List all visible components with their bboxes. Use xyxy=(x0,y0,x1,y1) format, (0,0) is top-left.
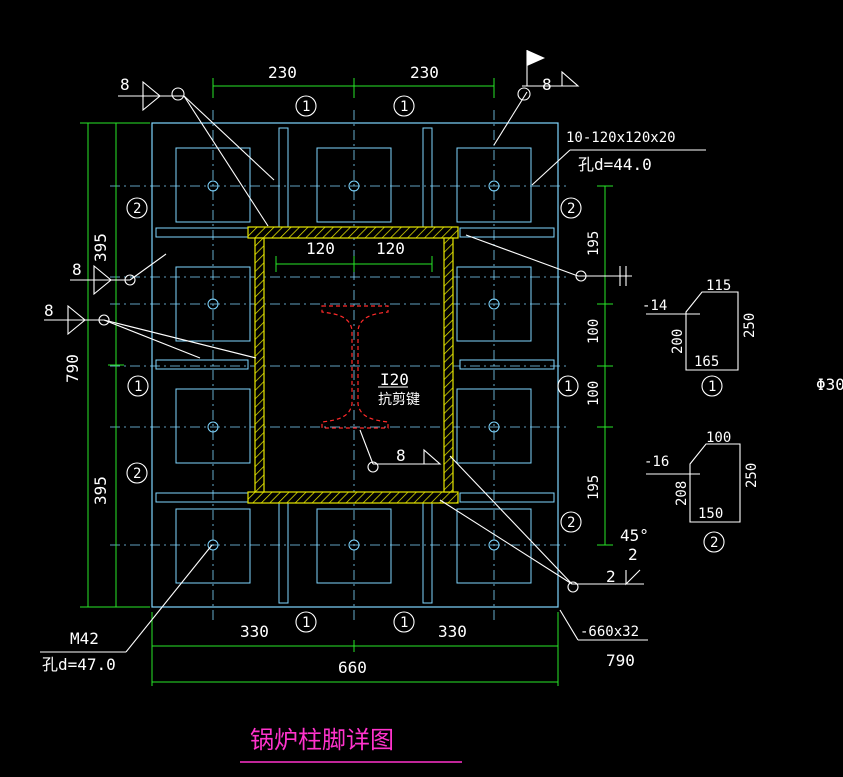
part-num-1f: 1 xyxy=(564,379,572,395)
anchor-bolt-holes xyxy=(207,180,500,551)
part-num-1c: 1 xyxy=(302,615,310,631)
detail-2-thickness: -16 xyxy=(644,454,669,470)
left-dim-lower: 395 xyxy=(91,476,110,505)
weld-size-2: 8 xyxy=(542,75,552,94)
bottom-dim-1: 330 xyxy=(240,622,269,641)
right-dim-3: 100 xyxy=(586,381,602,406)
weld-size-3: 8 xyxy=(72,260,82,279)
weld-size-5: 8 xyxy=(396,446,406,465)
detail-2-bottom: 150 xyxy=(698,506,723,522)
edge-text: Φ30 xyxy=(816,375,843,394)
bottom-dimension-lines xyxy=(151,612,559,686)
bottom-dim-total: 660 xyxy=(338,658,367,677)
inner-dim-2: 120 xyxy=(376,239,405,258)
weld-size-6b: 2 xyxy=(628,545,638,564)
detail-2-left: 208 xyxy=(674,481,690,506)
part-num-2d: 2 xyxy=(567,515,575,531)
right-dim-4: 195 xyxy=(586,475,602,500)
part-number-callouts xyxy=(126,95,582,633)
detail-2-shape xyxy=(689,443,741,553)
shear-key-section xyxy=(321,305,389,429)
angle-label: 45° xyxy=(620,526,649,545)
shear-key-label: I20 xyxy=(380,370,409,389)
part-num-1d: 1 xyxy=(400,615,408,631)
detail-1-top: 115 xyxy=(706,278,731,294)
detail-1-num: 1 xyxy=(708,379,716,395)
right-dimension-lines xyxy=(597,185,613,546)
top-dim-1: 230 xyxy=(268,63,297,82)
base-plate xyxy=(110,110,570,620)
drawing-title: 锅炉柱脚详图 xyxy=(250,726,394,754)
inner-dimension-lines xyxy=(275,256,433,272)
left-dimension-lines xyxy=(80,122,150,608)
detail-1-left: 200 xyxy=(670,329,686,354)
part-num-1e: 1 xyxy=(134,379,142,395)
bolt-label: M42 xyxy=(70,629,99,648)
top-dimension-lines xyxy=(212,78,495,98)
left-dim-total: 790 xyxy=(63,354,82,383)
part-num-2b: 2 xyxy=(567,201,575,217)
weld-size-1: 8 xyxy=(120,75,130,94)
weld-size-4: 8 xyxy=(44,301,54,320)
detail-2-num: 2 xyxy=(710,535,718,551)
right-dim-2: 100 xyxy=(586,319,602,344)
base-plate-width: 790 xyxy=(606,651,635,670)
part-num-2c: 2 xyxy=(133,466,141,482)
leader-lines xyxy=(40,91,706,653)
bolt-hole-label: 孔d=47.0 xyxy=(42,655,116,674)
part-num-1a: 1 xyxy=(302,99,310,115)
shear-key-note: 抗剪键 xyxy=(378,392,420,408)
left-dim-upper: 395 xyxy=(91,233,110,262)
detail-1-shape xyxy=(685,291,739,397)
column-section xyxy=(247,226,459,504)
top-dim-2: 230 xyxy=(410,63,439,82)
base-plate-label: -660x32 xyxy=(580,624,639,640)
inner-dim-1: 120 xyxy=(306,239,335,258)
detail-1-right: 250 xyxy=(742,313,758,338)
weld-symbols xyxy=(44,50,641,593)
gusset-hole-label: 孔d=44.0 xyxy=(578,155,652,174)
part-num-2a: 2 xyxy=(133,201,141,217)
weld-size-6: 2 xyxy=(606,567,616,586)
part-num-1b: 1 xyxy=(400,99,408,115)
detail-1-thickness: -14 xyxy=(642,298,667,314)
bottom-dim-2: 330 xyxy=(438,622,467,641)
detail-2-top: 100 xyxy=(706,430,731,446)
gusset-label: 10-120x120x20 xyxy=(566,130,676,146)
detail-2-right: 250 xyxy=(744,463,760,488)
detail-1-bottom: 165 xyxy=(694,354,719,370)
right-dim-1: 195 xyxy=(586,231,602,256)
anchor-washer-plates xyxy=(175,147,532,584)
